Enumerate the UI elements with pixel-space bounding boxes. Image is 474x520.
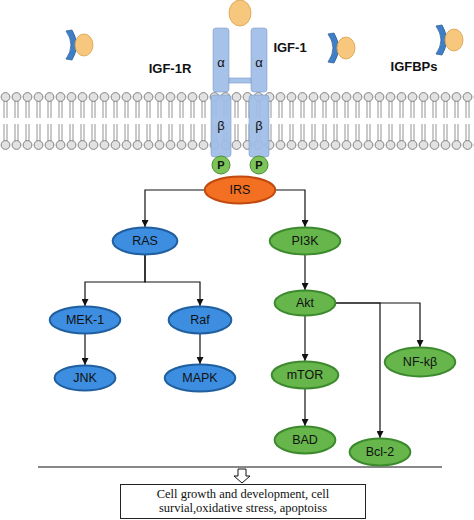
igfbp-complex bbox=[66, 30, 93, 60]
merge-line bbox=[38, 466, 442, 467]
outcome-box: Cell growth and development, cell survia… bbox=[120, 484, 366, 519]
signaling-node: MAPK bbox=[164, 364, 236, 392]
phospho-circle bbox=[212, 156, 230, 174]
text-label: IGF-1R bbox=[149, 61, 192, 76]
igf1-ligand bbox=[229, 0, 251, 26]
text-label: P bbox=[255, 159, 262, 171]
signal-arrow bbox=[304, 316, 305, 361]
outcome-text: Cell growth and development, cell survia… bbox=[127, 487, 359, 516]
signal-arrow bbox=[145, 190, 204, 227]
signaling-node: RAS bbox=[112, 227, 178, 255]
signal-arrow bbox=[304, 389, 305, 426]
signaling-node: MEK-1 bbox=[49, 306, 121, 334]
signaling-node: BAD bbox=[274, 426, 336, 454]
node-label: mTOR bbox=[287, 368, 324, 382]
node-label: PI3K bbox=[291, 234, 318, 248]
receptor-symbol bbox=[211, 28, 269, 157]
signaling-node: Raf bbox=[168, 306, 232, 334]
hollow-arrow bbox=[234, 469, 250, 483]
lipid-bilayer bbox=[0, 92, 474, 150]
text-label: β bbox=[217, 118, 224, 133]
node-label: MAPK bbox=[182, 371, 217, 385]
signal-arrow bbox=[276, 190, 305, 227]
text-label: P bbox=[217, 159, 224, 171]
node-label: NF-kβ bbox=[403, 355, 437, 369]
node-label: Raf bbox=[190, 313, 209, 327]
signal-arrow bbox=[199, 334, 200, 364]
signaling-node: Bcl-2 bbox=[349, 438, 411, 466]
signaling-node: PI3K bbox=[269, 227, 341, 255]
phospho-circle bbox=[250, 156, 268, 174]
signal-arrow bbox=[336, 303, 420, 347]
text-label: α bbox=[255, 55, 263, 70]
igfbp-complex bbox=[436, 25, 463, 55]
signaling-node: JNK bbox=[54, 365, 116, 391]
igfbp-complex bbox=[328, 33, 355, 63]
signaling-node: NF-kβ bbox=[384, 347, 456, 377]
node-label: BAD bbox=[292, 433, 318, 447]
text-label: IGF-1 bbox=[273, 40, 306, 55]
signaling-node: mTOR bbox=[271, 361, 339, 389]
node-label: Akt bbox=[296, 296, 314, 310]
text-label: β bbox=[255, 118, 262, 133]
signal-arrow bbox=[304, 255, 305, 290]
node-label: RAS bbox=[132, 234, 158, 248]
signal-arrow bbox=[85, 255, 145, 306]
text-label: IGFBPs bbox=[391, 59, 438, 74]
signaling-node: Akt bbox=[274, 290, 336, 316]
signal-arrow bbox=[336, 303, 380, 438]
node-label: MEK-1 bbox=[66, 313, 104, 327]
signaling-node: IRS bbox=[204, 176, 276, 204]
text-label: α bbox=[217, 55, 225, 70]
signal-arrow bbox=[84, 334, 85, 365]
node-label: IRS bbox=[230, 183, 251, 197]
signal-arrow bbox=[145, 255, 200, 306]
node-label: Bcl-2 bbox=[366, 445, 394, 459]
node-label: JNK bbox=[73, 371, 97, 385]
